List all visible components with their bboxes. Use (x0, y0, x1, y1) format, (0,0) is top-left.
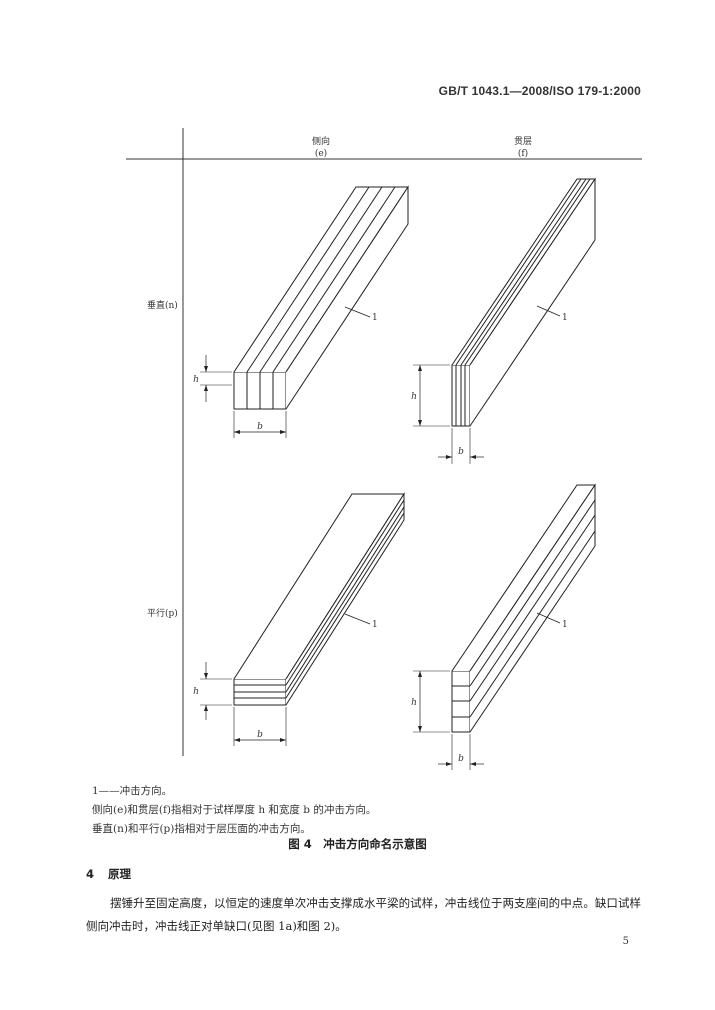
figure-note: 垂直(n)和平行(p)指相对于层压面的冲击方向。 (92, 823, 311, 835)
page-number: 5 (622, 936, 629, 947)
callout-label: 1 (562, 313, 568, 323)
section-number: 4 (86, 867, 95, 881)
column-header-flatwise-code: (f) (518, 148, 528, 159)
dimension-h-label: h (411, 698, 417, 708)
dimension-b-label: b (458, 754, 464, 764)
specimen-edgewise-normal (200, 185, 409, 438)
section-heading: 4 原理 (86, 866, 145, 882)
dimension-b-label: b (257, 422, 263, 432)
column-header-edgewise: 侧向 (312, 135, 330, 147)
specimen-flatwise-parallel (413, 483, 596, 770)
dimension-b-label: b (257, 730, 263, 740)
callout-label: 1 (562, 620, 568, 630)
specimen-flatwise-normal (413, 177, 596, 464)
section-title: 原理 (108, 867, 132, 881)
standard-header: GB/T 1043.1—2008/ISO 179-1:2000 (438, 84, 641, 98)
figure-caption: 图 4 冲击方向命名示意图 (288, 837, 427, 851)
column-header-edgewise-code: (e) (315, 148, 327, 159)
row-header-normal: 垂直(n) (147, 299, 178, 311)
dimension-h-label: h (193, 687, 199, 697)
callout-label: 1 (372, 620, 378, 630)
callout-label: 1 (372, 313, 378, 323)
specimen-edgewise-parallel (200, 492, 405, 746)
dimension-b-label: b (458, 447, 464, 457)
section-paragraph: 摆锤升至固定高度，以恒定的速度单次冲击支撑成水平梁的试样，冲击线位于两支座间的中… (86, 896, 641, 933)
row-header-parallel: 平行(p) (147, 607, 178, 619)
dimension-h-label: h (193, 375, 199, 385)
figure-notes: 1——冲击方向。 侧向(e)和贯层(f)指相对于试样厚度 h 和宽度 b 的冲击… (92, 782, 376, 839)
column-header-flatwise: 贯层 (514, 136, 532, 147)
dimension-h-label: h (411, 392, 417, 402)
figure-note: 1——冲击方向。 (92, 785, 173, 797)
figure-note: 侧向(e)和贯层(f)指相对于试样厚度 h 和宽度 b 的冲击方向。 (92, 804, 377, 816)
